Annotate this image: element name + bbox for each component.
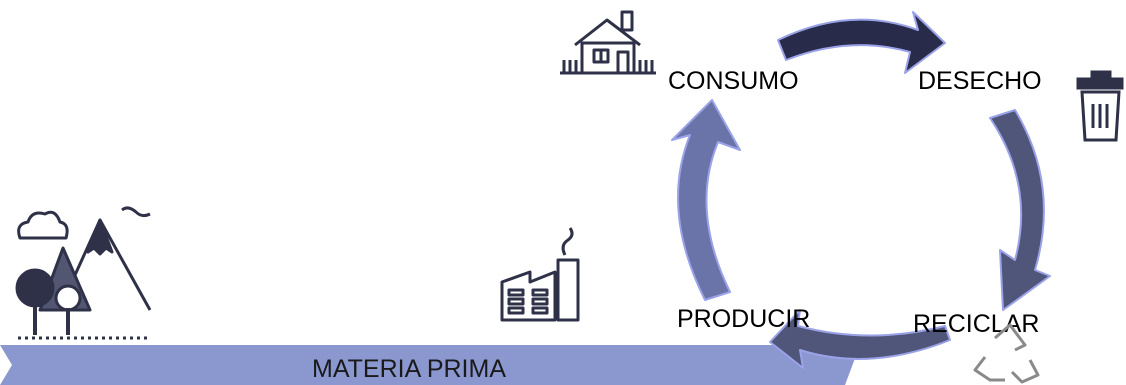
arrow-producir-consumo bbox=[671, 99, 741, 301]
materia-prima-band: MATERIA PRIMA bbox=[0, 345, 860, 385]
trash-icon bbox=[1076, 70, 1124, 142]
stage-label-producir: PRODUCIR bbox=[677, 305, 810, 333]
cycle-arrows bbox=[671, 11, 1051, 369]
arrow-consumo-desecho bbox=[777, 11, 946, 74]
recycle-icon bbox=[973, 323, 1040, 384]
nature-icon bbox=[15, 206, 152, 340]
house-icon bbox=[560, 10, 656, 75]
stage-label-consumo: CONSUMO bbox=[668, 67, 799, 95]
cloud-icon bbox=[17, 210, 69, 240]
stage-label-reciclar: RECICLAR bbox=[913, 310, 1039, 338]
factory-icon bbox=[500, 227, 580, 322]
arrow-reciclar-producir bbox=[769, 309, 951, 369]
stage-label-desecho: DESECHO bbox=[918, 67, 1042, 95]
materia-prima-label: MATERIA PRIMA bbox=[312, 355, 506, 383]
arrow-desecho-reciclar bbox=[989, 109, 1051, 311]
